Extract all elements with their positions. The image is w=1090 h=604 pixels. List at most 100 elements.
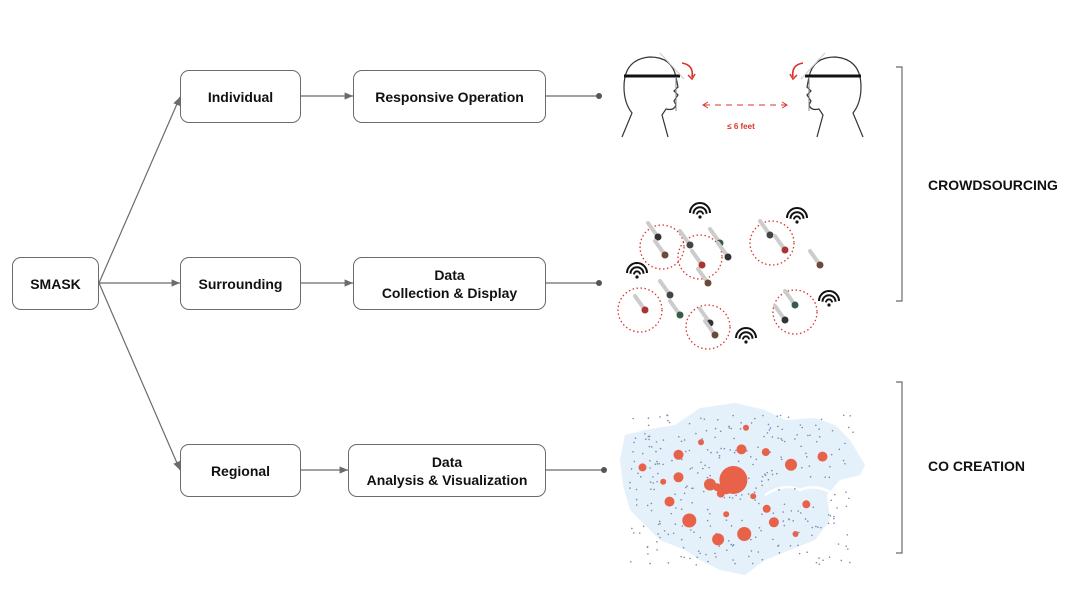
node-smask: SMASK — [12, 257, 99, 310]
map-point — [836, 507, 838, 509]
map-point — [718, 454, 721, 457]
map-point — [695, 563, 698, 566]
person-icon — [676, 311, 684, 319]
node-individual: Individual — [180, 70, 301, 123]
map-point — [783, 440, 786, 443]
map-point — [634, 437, 637, 439]
map-point — [644, 432, 646, 435]
node-label: Responsive Operation — [375, 88, 524, 105]
map-point — [633, 441, 635, 444]
map-point — [815, 561, 818, 564]
map-point — [731, 545, 734, 547]
node-label-line1: Data — [434, 266, 465, 283]
map-point — [761, 513, 763, 515]
map-point — [817, 526, 819, 528]
map-point — [708, 466, 710, 469]
map-point — [844, 462, 846, 465]
map-point — [691, 467, 693, 469]
map-point — [733, 437, 735, 440]
map-point — [670, 512, 673, 515]
map-point — [753, 491, 756, 494]
map-point — [827, 522, 830, 525]
map-point — [632, 451, 634, 453]
map-bubble — [817, 451, 828, 462]
map-point — [647, 424, 650, 427]
group-label-crowdsourcing: CROWDSOURCING — [928, 177, 1058, 193]
map-point — [629, 487, 631, 489]
person-icon — [686, 241, 694, 249]
map-point — [732, 559, 734, 561]
map-point — [631, 527, 633, 530]
map-point — [658, 520, 661, 523]
map-point — [775, 472, 778, 475]
map-point — [632, 532, 635, 534]
map-point — [755, 458, 758, 461]
map-point — [733, 451, 736, 454]
map-point — [735, 494, 737, 497]
map-point — [780, 437, 782, 440]
map-point — [638, 532, 641, 534]
map-point — [702, 490, 705, 493]
map-point — [809, 434, 811, 436]
map-point — [652, 476, 654, 478]
map-point — [718, 456, 721, 459]
map-point — [653, 488, 655, 491]
map-point — [794, 438, 796, 440]
map-point — [752, 463, 754, 466]
map-point — [709, 512, 711, 515]
person-icon — [661, 251, 669, 259]
person-icon — [781, 246, 789, 254]
map-point — [767, 423, 770, 426]
distance-circle — [685, 304, 731, 350]
map-point — [754, 499, 756, 501]
map-point — [714, 552, 716, 555]
person-icon — [724, 253, 732, 261]
edge-smask-regional — [98, 282, 181, 471]
map-point — [815, 525, 817, 528]
map-bubble — [712, 533, 725, 546]
map-point — [800, 445, 802, 448]
face-shield-illustration: ≤ 6 feet — [621, 52, 864, 138]
map-point — [781, 439, 784, 442]
distance-circle — [617, 287, 663, 333]
map-point — [650, 446, 653, 448]
map-point — [820, 526, 822, 529]
map-point — [667, 419, 669, 422]
map-bubble — [736, 444, 747, 455]
wifi-icon — [735, 327, 757, 344]
node-label-line1: Data — [431, 453, 463, 470]
map-point — [804, 518, 807, 520]
map-point — [812, 506, 815, 508]
map-point — [764, 473, 766, 476]
map-point — [763, 435, 765, 438]
map-point — [715, 556, 717, 558]
map-point — [707, 560, 709, 563]
map-point — [833, 515, 835, 518]
map-bubble — [723, 511, 730, 518]
map-point — [654, 463, 657, 466]
map-point — [787, 416, 790, 418]
map-point — [740, 422, 742, 424]
map-point — [686, 485, 688, 487]
map-point — [807, 434, 809, 437]
map-point — [750, 550, 753, 552]
map-point — [681, 525, 684, 527]
map-point — [645, 438, 647, 441]
map-point — [740, 494, 743, 496]
map-point — [766, 471, 769, 474]
map-point — [757, 446, 759, 449]
map-bubble — [673, 449, 684, 460]
map-point — [663, 530, 666, 532]
map-point — [723, 496, 726, 499]
map-point — [748, 477, 750, 480]
map-point — [778, 489, 780, 491]
map-point — [672, 532, 675, 535]
map-point — [675, 507, 677, 509]
map-point — [718, 545, 721, 547]
wifi-icon — [689, 202, 711, 219]
map-point — [652, 482, 655, 484]
map-point — [697, 550, 700, 552]
map-point — [729, 449, 732, 451]
map-point — [811, 534, 813, 537]
map-point — [639, 476, 642, 478]
